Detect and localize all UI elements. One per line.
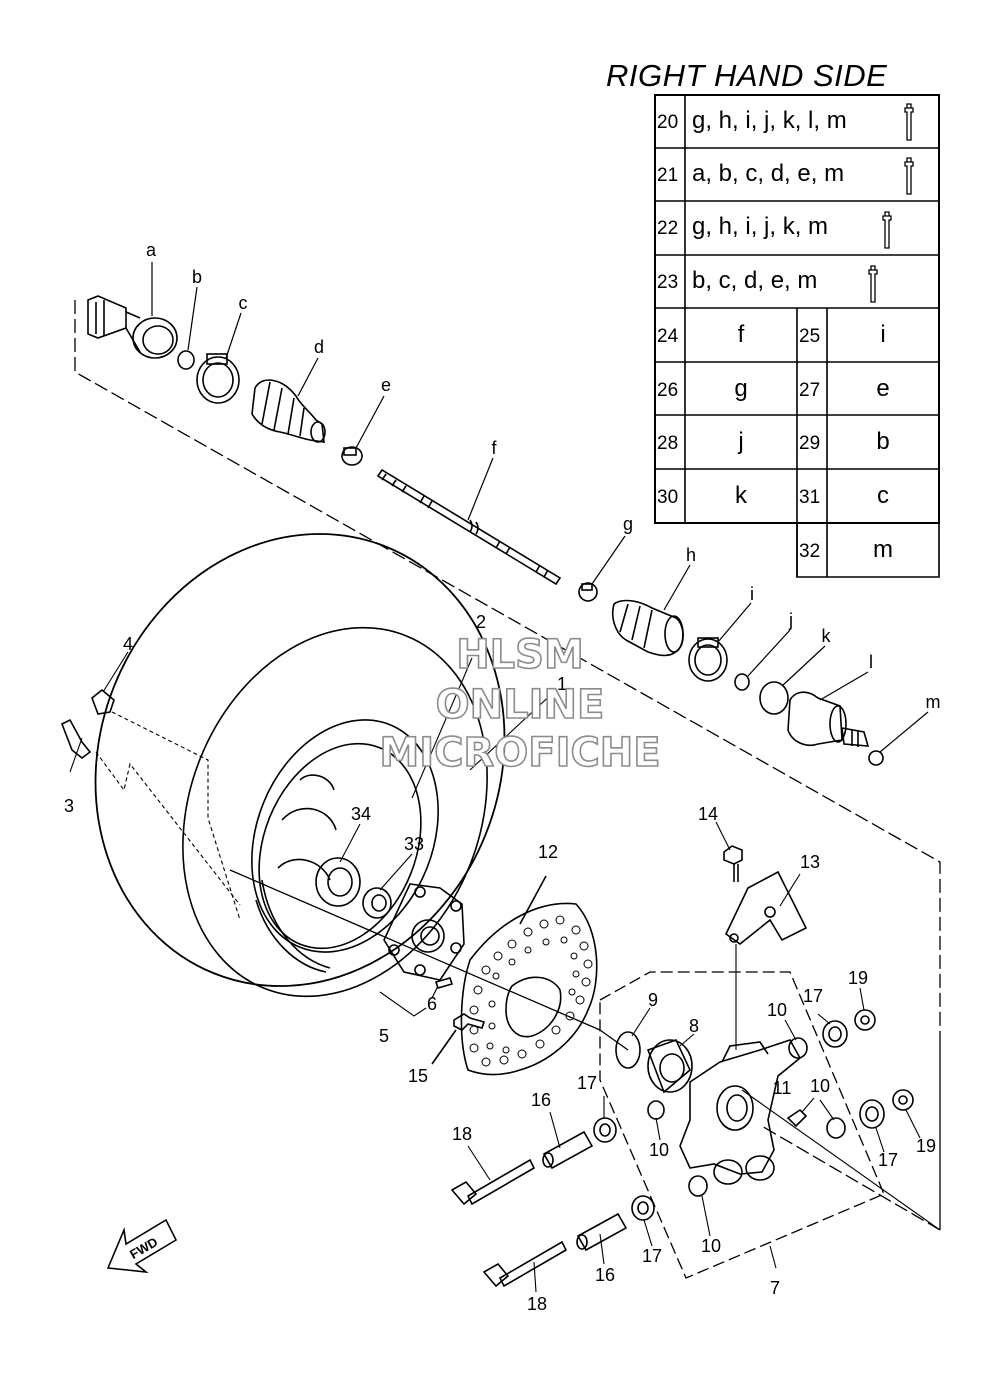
kit-no: 20 xyxy=(657,112,678,133)
callout-a: a xyxy=(146,240,157,260)
callout-3: 3 xyxy=(64,796,74,816)
callout-6: 6 xyxy=(427,994,437,1014)
kit-parts: g, h, i, j, k, l, m xyxy=(692,107,847,134)
kit-parts: a, b, c, d, e, m xyxy=(692,160,844,187)
callout-j: j xyxy=(788,610,793,630)
part-letter: f xyxy=(738,321,745,348)
callout-m: m xyxy=(926,692,941,712)
part-no: 31 xyxy=(799,487,820,508)
callout-1: 1 xyxy=(557,674,567,694)
callout-18a: 18 xyxy=(452,1124,472,1144)
callout-34: 34 xyxy=(351,804,371,824)
part-letter: i xyxy=(880,321,885,348)
callout-i: i xyxy=(750,584,754,604)
part-no: 30 xyxy=(657,487,678,508)
axle-leaders xyxy=(151,262,929,753)
fwd-label: FWD xyxy=(127,1234,160,1262)
callout-19b: 19 xyxy=(916,1136,936,1156)
part-no: 32 xyxy=(799,541,820,562)
callout-12: 12 xyxy=(538,842,558,862)
callout-17a: 17 xyxy=(577,1073,597,1093)
knuckle-outline xyxy=(599,971,885,1279)
watermark-line: HLSM xyxy=(455,631,584,679)
kit-table-text: 20 g, h, i, j, k, l, m 21 a, b, c, d, e,… xyxy=(657,107,893,563)
diagram-title: RIGHT HAND SIDE xyxy=(606,58,888,93)
part-letter: k xyxy=(735,482,748,509)
callout-2: 2 xyxy=(476,612,486,632)
part-no: 24 xyxy=(657,326,679,347)
kit-no: 21 xyxy=(657,165,678,186)
kit-no: 22 xyxy=(657,218,678,239)
axle-parts xyxy=(87,295,884,766)
callout-h: h xyxy=(686,545,696,565)
callout-labels: a b c d e f g h i j k l m 1 2 3 4 5 6 7 … xyxy=(64,240,941,1314)
part-letter: e xyxy=(876,375,889,402)
wheel-assembly xyxy=(60,533,506,998)
grease-tube-icon xyxy=(868,103,914,303)
callout-10a: 10 xyxy=(767,1000,787,1020)
callout-g: g xyxy=(623,514,633,534)
callout-14: 14 xyxy=(698,804,718,824)
callout-19a: 19 xyxy=(848,968,868,988)
brake-disc xyxy=(431,875,598,1076)
callout-k: k xyxy=(822,626,832,646)
kit-table xyxy=(654,94,940,578)
kit-no: 23 xyxy=(657,272,678,293)
callout-33: 33 xyxy=(404,834,424,854)
kit-parts: b, c, d, e, m xyxy=(692,267,817,294)
wheel-leaders xyxy=(69,651,601,1031)
callout-f: f xyxy=(491,438,497,458)
assembly-outline xyxy=(74,300,941,1231)
callout-11: 11 xyxy=(773,1078,792,1098)
callout-10d: 10 xyxy=(701,1236,721,1256)
watermark-line: ONLINE xyxy=(435,681,605,729)
callout-e: e xyxy=(381,375,391,395)
callout-17c: 17 xyxy=(878,1150,898,1170)
callout-18b: 18 xyxy=(527,1294,547,1314)
part-no: 28 xyxy=(657,433,678,454)
callout-c: c xyxy=(239,293,248,313)
kit-parts: g, h, i, j, k, m xyxy=(692,213,828,240)
callout-10b: 10 xyxy=(810,1076,830,1096)
callout-10c: 10 xyxy=(649,1140,669,1160)
part-letter: b xyxy=(876,428,889,455)
knuckle-leaders xyxy=(467,821,941,1293)
callout-16a: 16 xyxy=(531,1090,551,1110)
callout-16b: 16 xyxy=(595,1265,615,1285)
callout-d: d xyxy=(314,337,324,357)
part-letter: j xyxy=(737,428,743,455)
knuckle-parts xyxy=(450,845,914,1288)
part-letter: c xyxy=(877,482,889,509)
callout-b: b xyxy=(192,267,202,287)
callout-8: 8 xyxy=(689,1016,699,1036)
callout-13: 13 xyxy=(800,852,820,872)
fwd-arrow-icon xyxy=(106,1218,178,1274)
part-no: 26 xyxy=(657,380,678,401)
part-no: 27 xyxy=(799,380,820,401)
part-letter: m xyxy=(873,536,893,563)
callout-15: 15 xyxy=(408,1066,428,1086)
callout-5: 5 xyxy=(379,1026,389,1046)
callout-4: 4 xyxy=(123,634,133,654)
callout-17d: 17 xyxy=(642,1246,662,1266)
callout-7: 7 xyxy=(770,1278,780,1298)
part-letter: g xyxy=(734,375,747,402)
watermark-line: MICROFICHE xyxy=(379,729,662,777)
part-no: 25 xyxy=(799,326,820,347)
part-no: 29 xyxy=(799,433,820,454)
callout-9: 9 xyxy=(648,990,658,1010)
callout-l: l xyxy=(869,652,873,672)
callout-17b: 17 xyxy=(803,986,823,1006)
